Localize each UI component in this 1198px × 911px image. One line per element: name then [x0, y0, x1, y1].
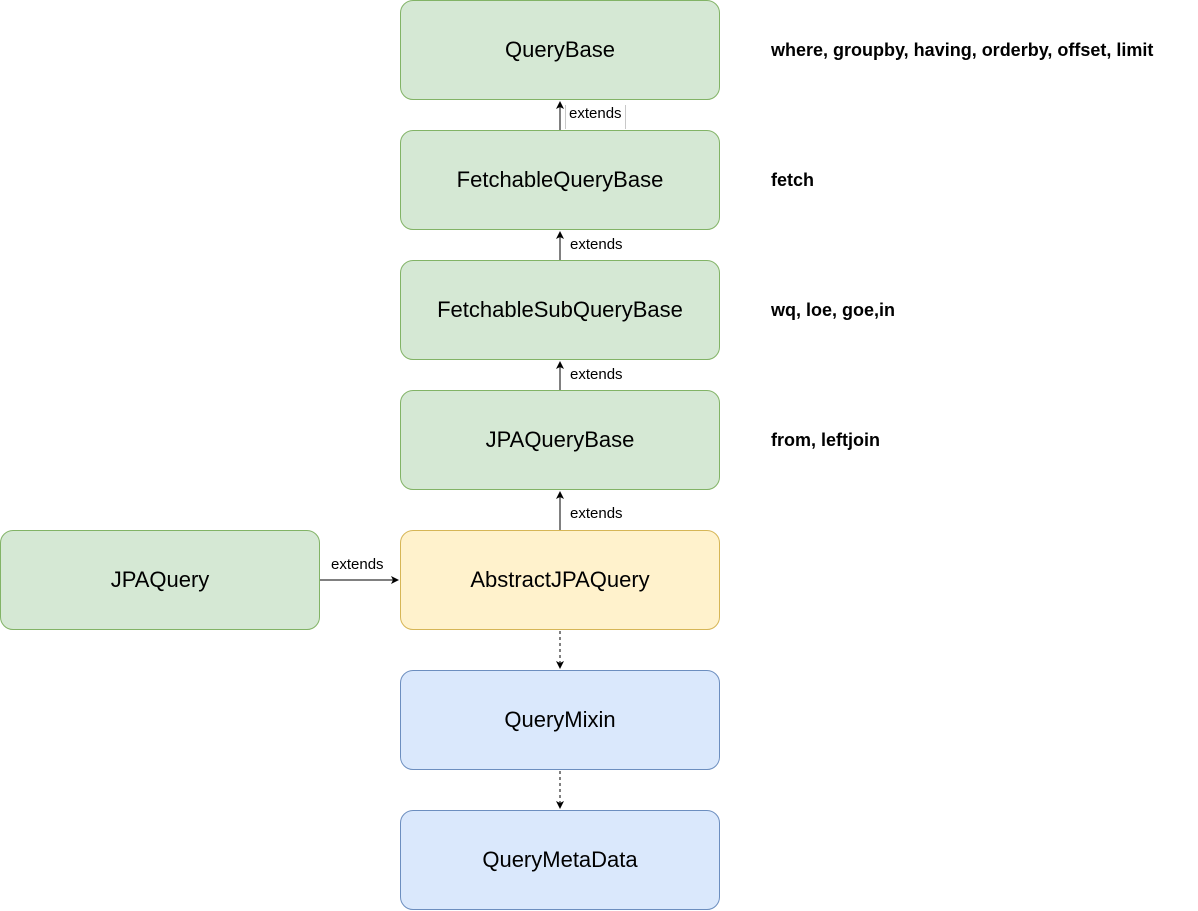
node-query-meta-data-label: QueryMetaData [482, 847, 638, 872]
note-fetchable-sub-query-base-methods: wq, loe, goe,in [771, 300, 896, 320]
node-abstract-jpa-query: AbstractJPAQuery [400, 530, 720, 630]
node-fetchable-query-base-label: FetchableQueryBase [456, 167, 664, 192]
edge-label-abstract-to-jpabase: extends [567, 505, 626, 523]
node-query-mixin: QueryMixin [400, 670, 720, 770]
node-query-mixin-label: QueryMixin [504, 707, 616, 732]
node-jpa-query-base: JPAQueryBase [400, 390, 720, 490]
note-jpa-query-base-methods: from, leftjoin [771, 430, 880, 450]
edge-label-subquery-to-fetchable: extends [567, 236, 626, 254]
edge-label-jpabase-to-subquery: extends [567, 366, 626, 384]
node-query-meta-data: QueryMetaData [400, 810, 720, 910]
edge-label-fetchable-to-querybase: extends [565, 105, 626, 129]
node-query-base-label: QueryBase [504, 37, 616, 62]
node-jpa-query-base-label: JPAQueryBase [485, 427, 635, 452]
node-fetchable-sub-query-base: FetchableSubQueryBase [400, 260, 720, 360]
node-jpa-query: JPAQuery [0, 530, 320, 630]
node-fetchable-query-base: FetchableQueryBase [400, 130, 720, 230]
note-query-base-methods: where, groupby, having, orderby, offset,… [771, 40, 1154, 60]
node-fetchable-sub-query-base-label: FetchableSubQueryBase [437, 297, 683, 322]
node-jpa-query-label: JPAQuery [110, 567, 210, 592]
note-fetchable-query-base-methods: fetch [771, 170, 815, 190]
node-query-base: QueryBase [400, 0, 720, 100]
node-abstract-jpa-query-label: AbstractJPAQuery [470, 567, 650, 592]
edge-label-jpaquery-to-abstract: extends [328, 556, 387, 574]
